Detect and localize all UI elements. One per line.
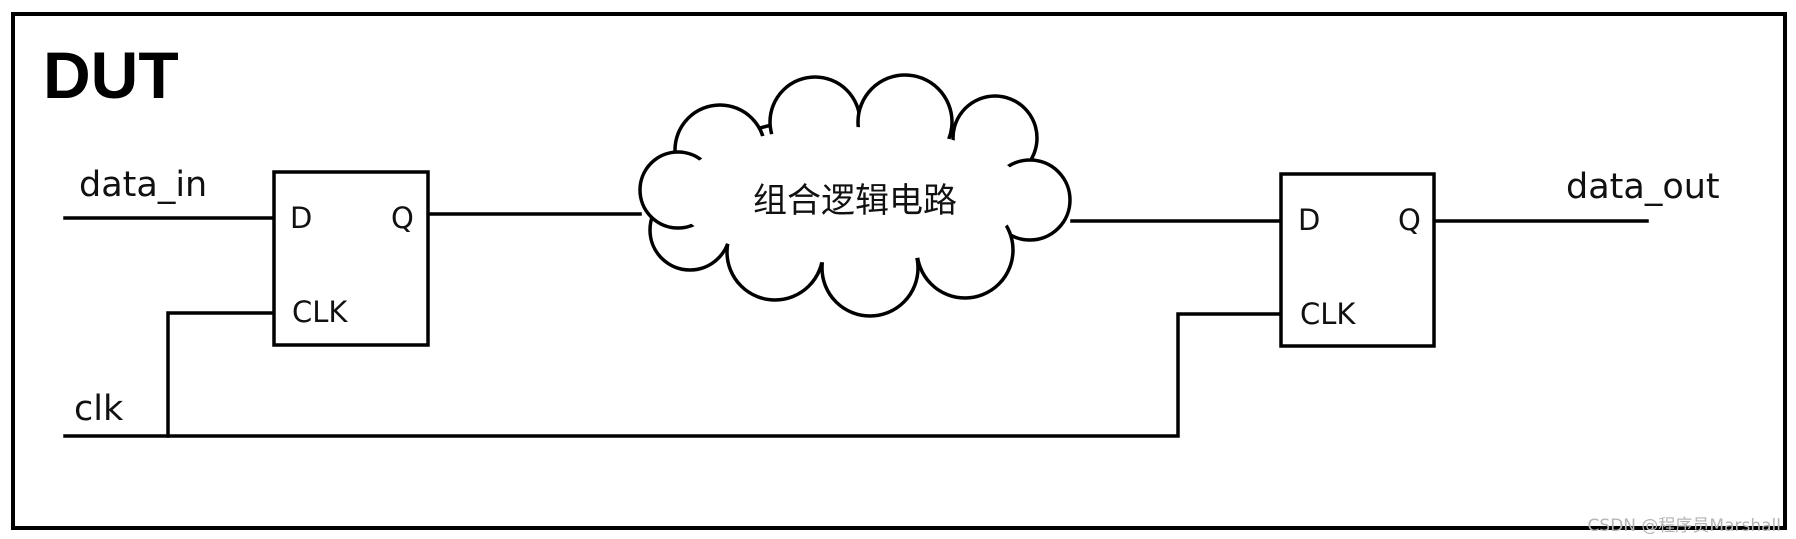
- ff1-d-label: D: [290, 201, 312, 235]
- data-out-label: data_out: [1566, 167, 1720, 207]
- data-in-label: data_in: [79, 165, 207, 205]
- clk-label: clk: [74, 389, 124, 429]
- ff2-clk-label: CLK: [1300, 297, 1356, 331]
- combinational-logic-cloud: 组合逻辑电路: [638, 73, 1072, 318]
- ff1-q-label: Q: [391, 201, 414, 235]
- ff2-d-label: D: [1298, 203, 1320, 237]
- clk-branch-ff1: [166, 311, 276, 438]
- logic-cloud-label: 组合逻辑电路: [753, 181, 957, 221]
- ff2-q-label: Q: [1398, 203, 1421, 237]
- ff1-clk-label: CLK: [292, 295, 348, 329]
- flipflop-1: [272, 170, 430, 347]
- watermark: CSDN @程序员Marshall: [1588, 516, 1781, 536]
- flipflop-2: [1279, 172, 1436, 348]
- clk-wire: [63, 312, 1283, 438]
- dut-title: DUT: [43, 38, 179, 112]
